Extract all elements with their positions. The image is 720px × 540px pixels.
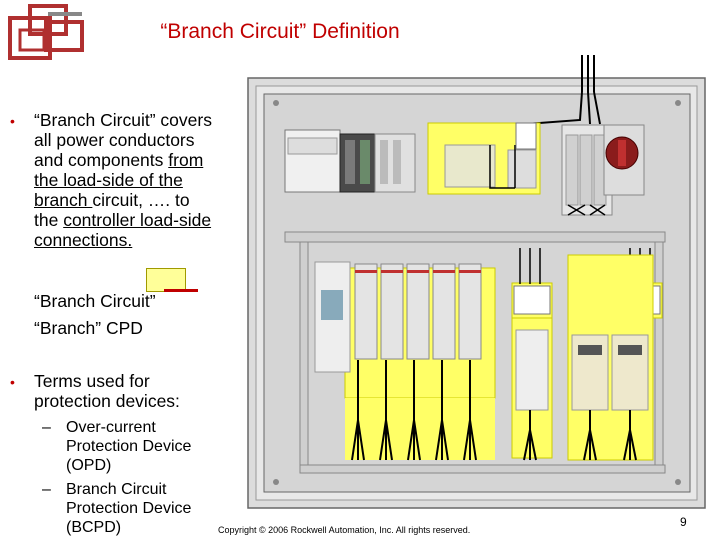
sub-bullet-opd: Over-current Protection Device (OPD) (66, 419, 192, 474)
bullet-protection-terms: Terms used for protection devices: (34, 371, 180, 411)
logo-icon (8, 4, 84, 60)
legend-branch-circuit: “Branch Circuit” (34, 291, 156, 311)
bullet-branch-circuit-definition: “Branch Circuit” covers all power conduc… (34, 110, 212, 250)
bullet-marker: • (10, 113, 15, 129)
legend-branch-cpd: “Branch” CPD (34, 318, 143, 338)
plc-rack (284, 129, 416, 193)
page-title: “Branch Circuit” Definition (160, 20, 400, 43)
page-number: 9 (680, 515, 687, 529)
copyright-footer: Copyright © 2006 Rockwell Automation, In… (218, 525, 471, 535)
legend-swatch-red-line (164, 289, 198, 292)
dash-marker: – (42, 481, 51, 498)
control-panel-diagram (247, 55, 706, 509)
dash-marker: – (42, 419, 51, 436)
bullet-marker: • (10, 374, 15, 390)
legend-swatch-yellow (146, 268, 186, 292)
sub-bullet-bcpd: Branch Circuit Protection Device (BCPD) (66, 481, 192, 536)
